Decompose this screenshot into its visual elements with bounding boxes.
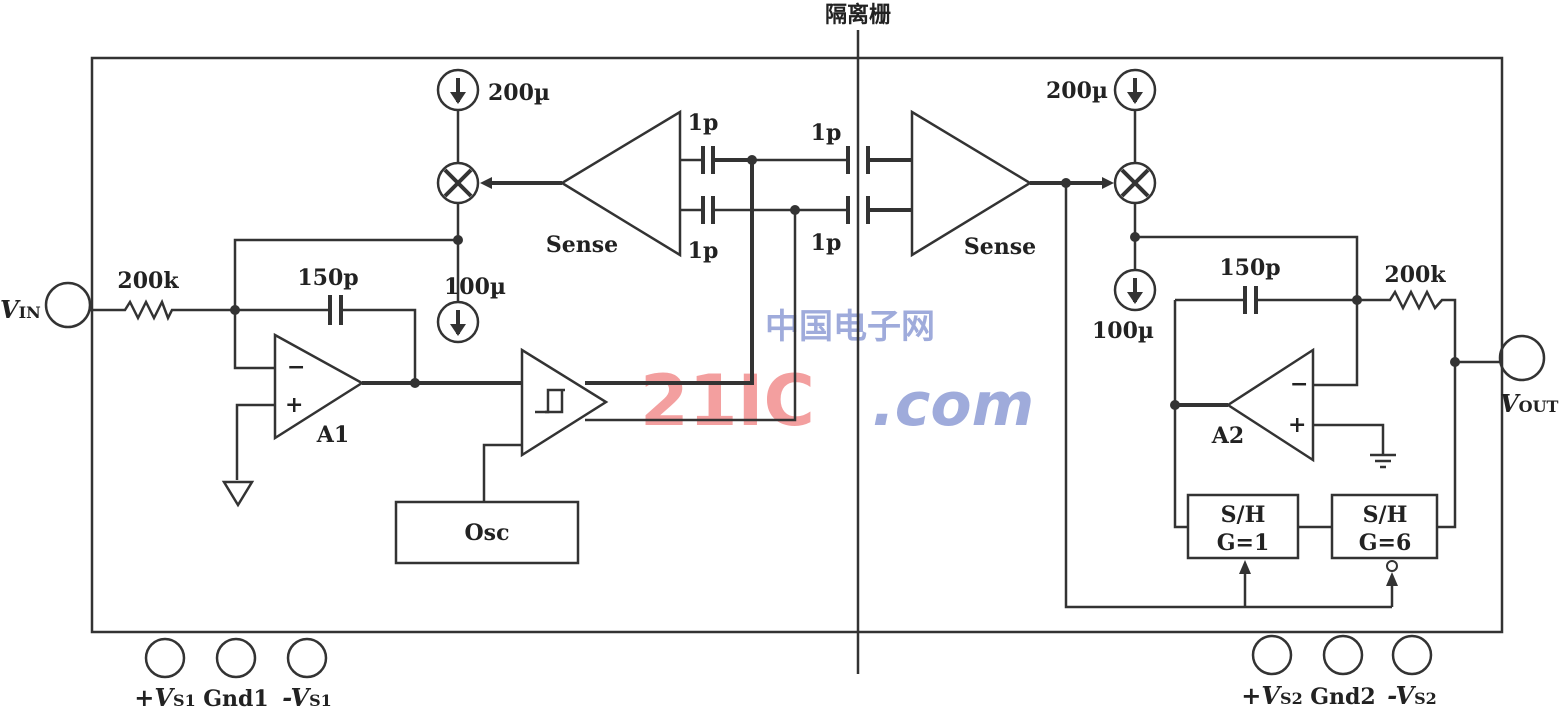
svg-text:A2: A2 xyxy=(1211,423,1244,449)
comparator xyxy=(520,347,609,458)
svg-text:1p: 1p xyxy=(811,230,842,256)
svg-text:Sense: Sense xyxy=(964,234,1036,260)
supply-pins-right: +VS2 Gnd2 -VS2 xyxy=(1241,634,1437,710)
ground-icon-right xyxy=(1370,453,1396,469)
svg-text:+: + xyxy=(1288,412,1306,438)
current-source-200u-left: 200µ xyxy=(436,68,550,112)
svg-text:1p: 1p xyxy=(688,110,719,136)
multiplier-right xyxy=(1113,161,1157,205)
coupling-caps-left: 1p 1p xyxy=(680,110,718,264)
svg-text:1p: 1p xyxy=(811,120,842,146)
input-resistor: 200k xyxy=(90,268,235,322)
package-outline xyxy=(90,56,1504,634)
vout-pin xyxy=(1498,334,1546,382)
sample-hold-g6: S/H G=6 xyxy=(1330,493,1439,560)
watermark: 21IC .com 中国电子网 xyxy=(640,307,1034,442)
svg-text:G=1: G=1 xyxy=(1217,530,1270,556)
ground-icon xyxy=(221,480,255,508)
svg-text:150p: 150p xyxy=(1219,255,1280,281)
vout-label: VOUT xyxy=(1500,389,1559,418)
current-source-100u-right: 100µ xyxy=(1092,268,1157,344)
svg-text:S/H: S/H xyxy=(1363,502,1408,528)
svg-text:200k: 200k xyxy=(117,268,179,294)
svg-text:200µ: 200µ xyxy=(1046,78,1108,104)
watermark-cn: 中国电子网 xyxy=(765,307,935,347)
svg-text:150p: 150p xyxy=(297,265,358,291)
svg-text:Gnd2: Gnd2 xyxy=(1310,684,1375,710)
svg-text:-VS1: -VS1 xyxy=(282,683,332,712)
svg-text:200µ: 200µ xyxy=(488,80,550,106)
svg-text:A1: A1 xyxy=(316,422,349,448)
svg-text:200k: 200k xyxy=(1384,262,1446,288)
vin-label: VIN xyxy=(0,295,41,324)
svg-text:+: + xyxy=(285,392,303,418)
barrier-title: 隔离栅 xyxy=(825,2,891,28)
sample-hold-g1: S/H G=1 xyxy=(1186,493,1300,560)
svg-text:Gnd1: Gnd1 xyxy=(203,686,268,712)
integrator-capacitor-a1: 150p xyxy=(235,265,417,383)
svg-text:1p: 1p xyxy=(688,238,719,264)
svg-text:100µ: 100µ xyxy=(1092,318,1154,344)
svg-text:Sense: Sense xyxy=(546,232,618,258)
svg-text:-VS2: -VS2 xyxy=(1387,681,1437,710)
watermark-domain: .com xyxy=(872,370,1034,440)
vin-pin xyxy=(44,281,92,329)
svg-text:G=6: G=6 xyxy=(1359,530,1412,556)
supply-pins-left: +VS1 Gnd1 -VS1 xyxy=(134,637,332,712)
opamp-a1: − + A1 xyxy=(273,332,365,448)
svg-text:+VS2: +VS2 xyxy=(1241,681,1302,710)
svg-text:+VS1: +VS1 xyxy=(134,683,195,712)
current-source-100u-left: 100µ xyxy=(436,274,506,344)
integrator-capacitor-a2: 150p xyxy=(1175,255,1357,314)
svg-text:S/H: S/H xyxy=(1221,502,1266,528)
opamp-a2: − + A2 xyxy=(1211,347,1315,463)
barrier-capacitors: 1p 1p xyxy=(811,120,870,256)
output-resistor: 200k xyxy=(1357,262,1457,529)
svg-text:100µ: 100µ xyxy=(444,274,506,300)
watermark-brand: 21IC xyxy=(640,360,815,442)
sense-amp-left: Sense xyxy=(546,109,682,258)
oscillator-block xyxy=(394,500,580,565)
multiplier-left xyxy=(436,161,480,205)
svg-text:−: − xyxy=(1290,371,1308,397)
osc-label: Osc xyxy=(465,520,510,546)
sense-amp-right: Sense xyxy=(910,109,1036,260)
current-source-200u-right: 200µ xyxy=(1046,68,1157,112)
svg-text:−: − xyxy=(287,354,305,380)
